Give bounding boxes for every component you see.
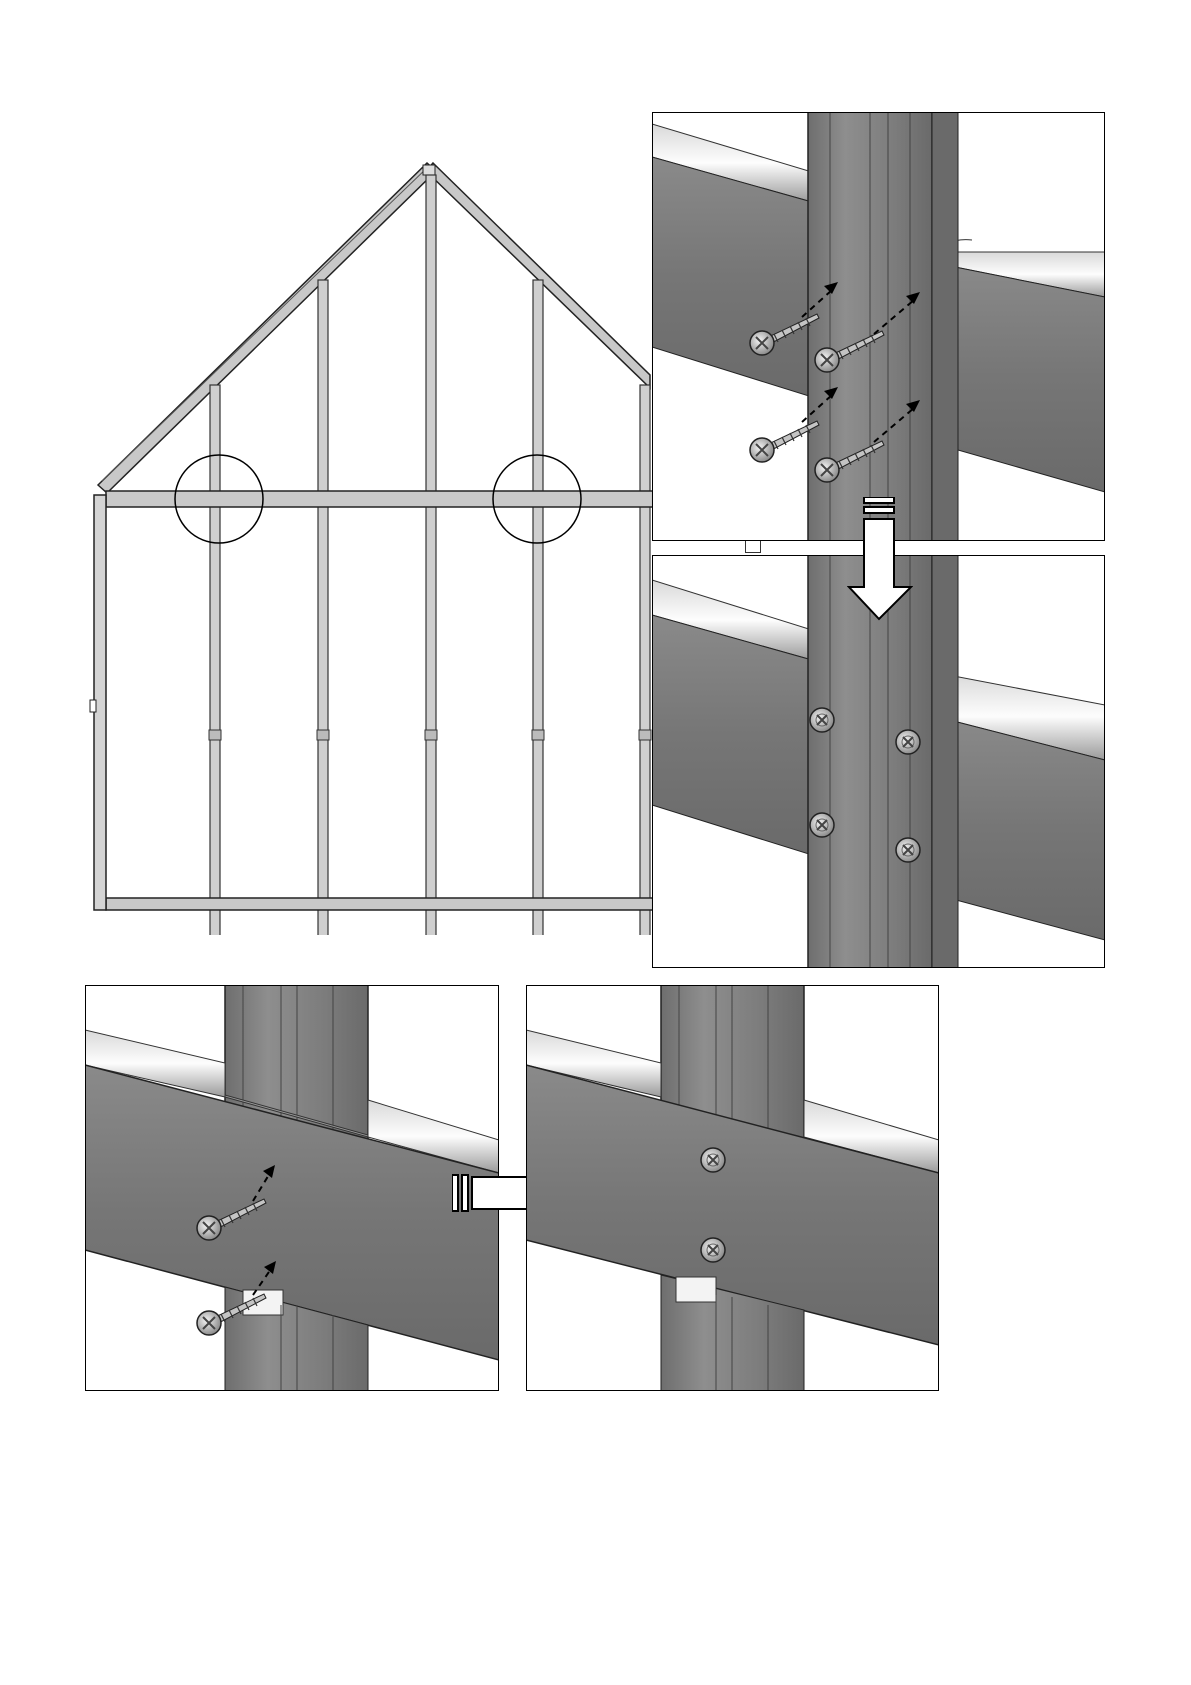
screw-icon (810, 708, 834, 732)
gable-frame-overview (70, 145, 670, 935)
arrow-down-icon (847, 497, 913, 622)
post-5 (640, 385, 650, 935)
panel-connector (745, 540, 761, 553)
detail-bottom-after (526, 985, 939, 1391)
screw-icon (810, 813, 834, 837)
screw-icon (701, 1148, 725, 1172)
cross-beam (106, 491, 670, 507)
post-2 (318, 280, 328, 935)
post-1 (210, 385, 220, 935)
screw-icon (701, 1238, 725, 1262)
post-4 (533, 280, 543, 935)
screw-icon (896, 730, 920, 754)
screw-icon (896, 838, 920, 862)
detail-top-before (652, 112, 1105, 541)
post-3 (426, 175, 436, 935)
detail-bottom-before (85, 985, 499, 1391)
bottom-sill (106, 898, 670, 910)
